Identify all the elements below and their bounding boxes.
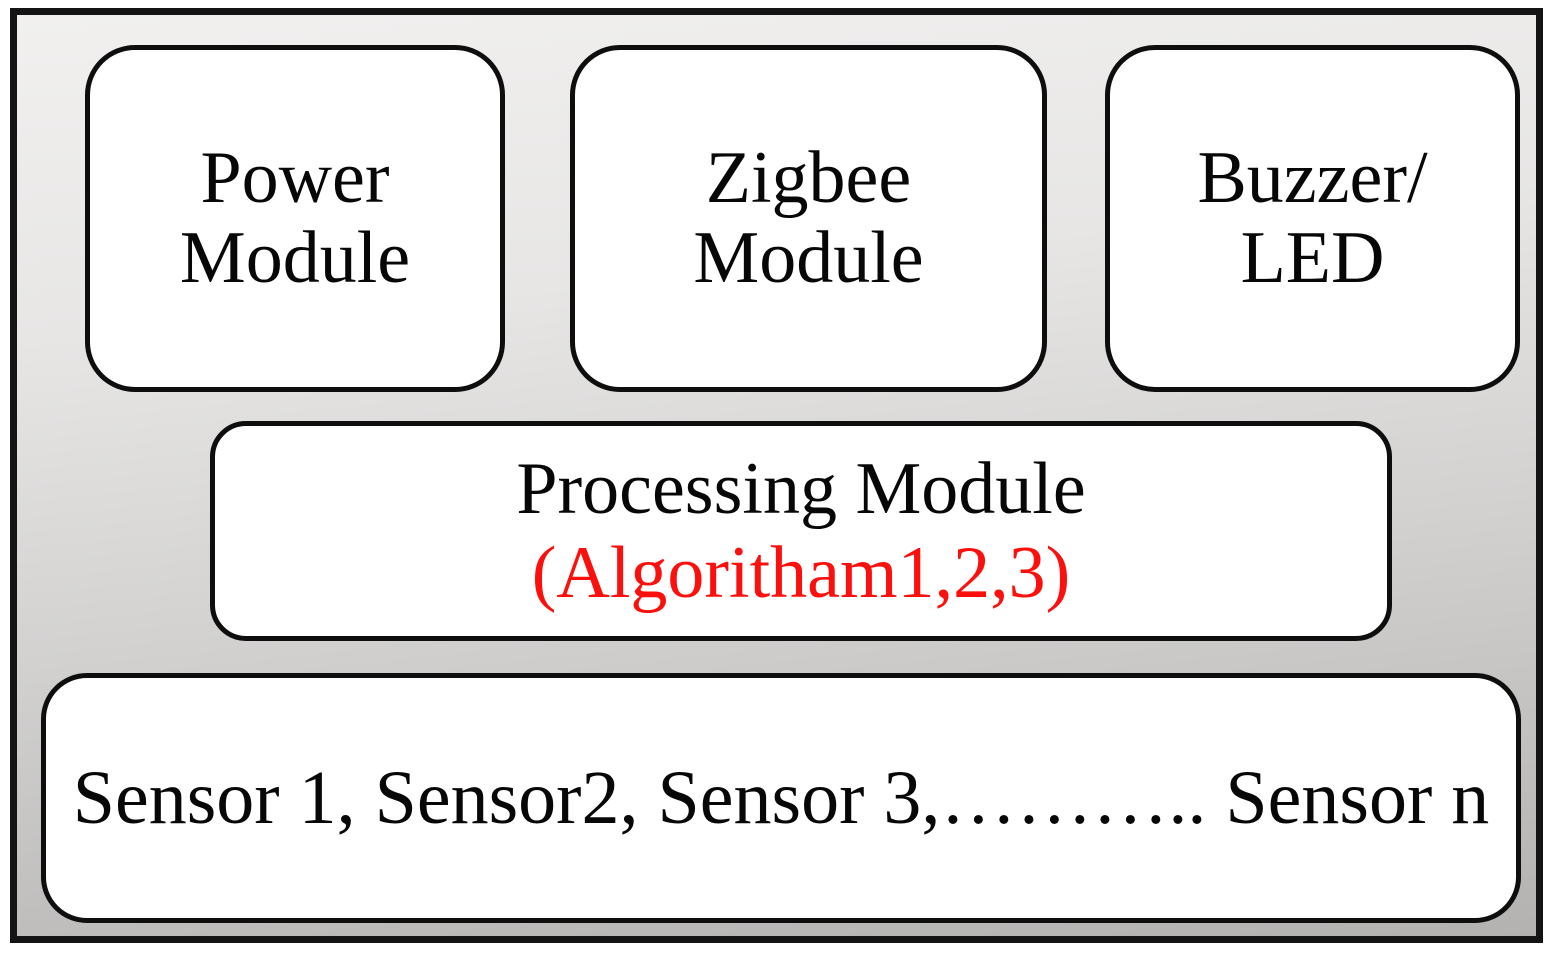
power-module-label-line1: Power [200,136,390,219]
power-module-box: Power Module [85,45,505,392]
power-module-label-line2: Module [179,216,411,299]
diagram-frame: Power Module Zigbee Module Buzzer/ LED P… [10,8,1543,943]
processing-module-algorithms-label: (Algoritham1,2,3) [531,532,1071,614]
zigbee-module-label-line1: Zigbee [705,136,912,219]
sensors-box: Sensor 1, Sensor2, Sensor 3,……….. Sensor… [41,673,1521,923]
buzzer-led-label-line2: LED [1240,216,1385,299]
processing-module-box: Processing Module (Algoritham1,2,3) [210,421,1392,641]
buzzer-led-label-line1: Buzzer/ [1197,136,1428,219]
zigbee-module-label-line2: Module [693,216,924,299]
buzzer-led-box: Buzzer/ LED [1105,45,1520,392]
zigbee-module-box: Zigbee Module [570,45,1047,392]
processing-module-label: Processing Module [516,447,1086,530]
sensors-label: Sensor 1, Sensor2, Sensor 3,……….. Sensor… [72,755,1490,840]
